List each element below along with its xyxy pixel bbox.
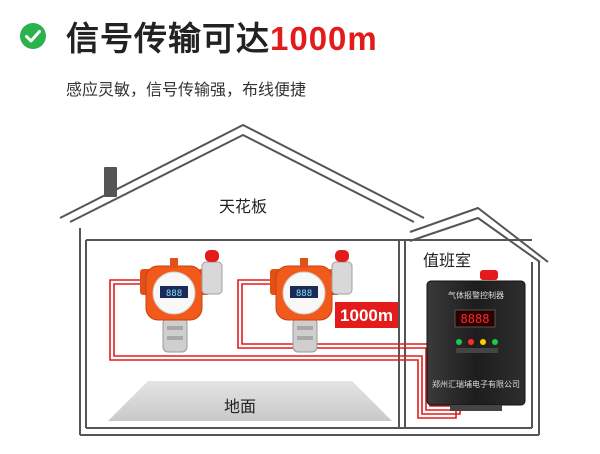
controller-display: 8888 [461, 312, 490, 326]
title-accent: 1000m [270, 20, 378, 57]
controller-maker: 郑州汇瑞埔电子有限公司 [432, 379, 520, 389]
gas-detector-1: 888 [140, 250, 223, 353]
house-outline [59, 124, 549, 436]
check-circle-icon [20, 23, 46, 49]
gas-detector-2: 888 [270, 250, 353, 353]
header: 信号传输可达1000m 感应灵敏，信号传输强，布线便捷 [0, 0, 600, 100]
title-main: 信号传输可达 [66, 19, 270, 58]
distance-badge [335, 302, 398, 328]
controller-title: 气体报警控制器 [448, 290, 504, 300]
floor-label: 地面 [224, 397, 256, 416]
distance-badge-text: 1000m [340, 306, 393, 325]
page-title: 信号传输可达1000m [66, 12, 378, 60]
svg-text:888: 888 [166, 289, 182, 299]
floor-area [108, 381, 392, 421]
page-subtitle: 感应灵敏，信号传输强，布线便捷 [66, 80, 307, 99]
alarm-controller: 气体报警控制器 8888 郑州汇瑞埔电子有限公司 [426, 270, 526, 411]
ceiling-label: 天花板 [219, 197, 267, 216]
svg-text:888: 888 [296, 289, 312, 299]
duty-room-label: 值班室 [423, 251, 471, 270]
